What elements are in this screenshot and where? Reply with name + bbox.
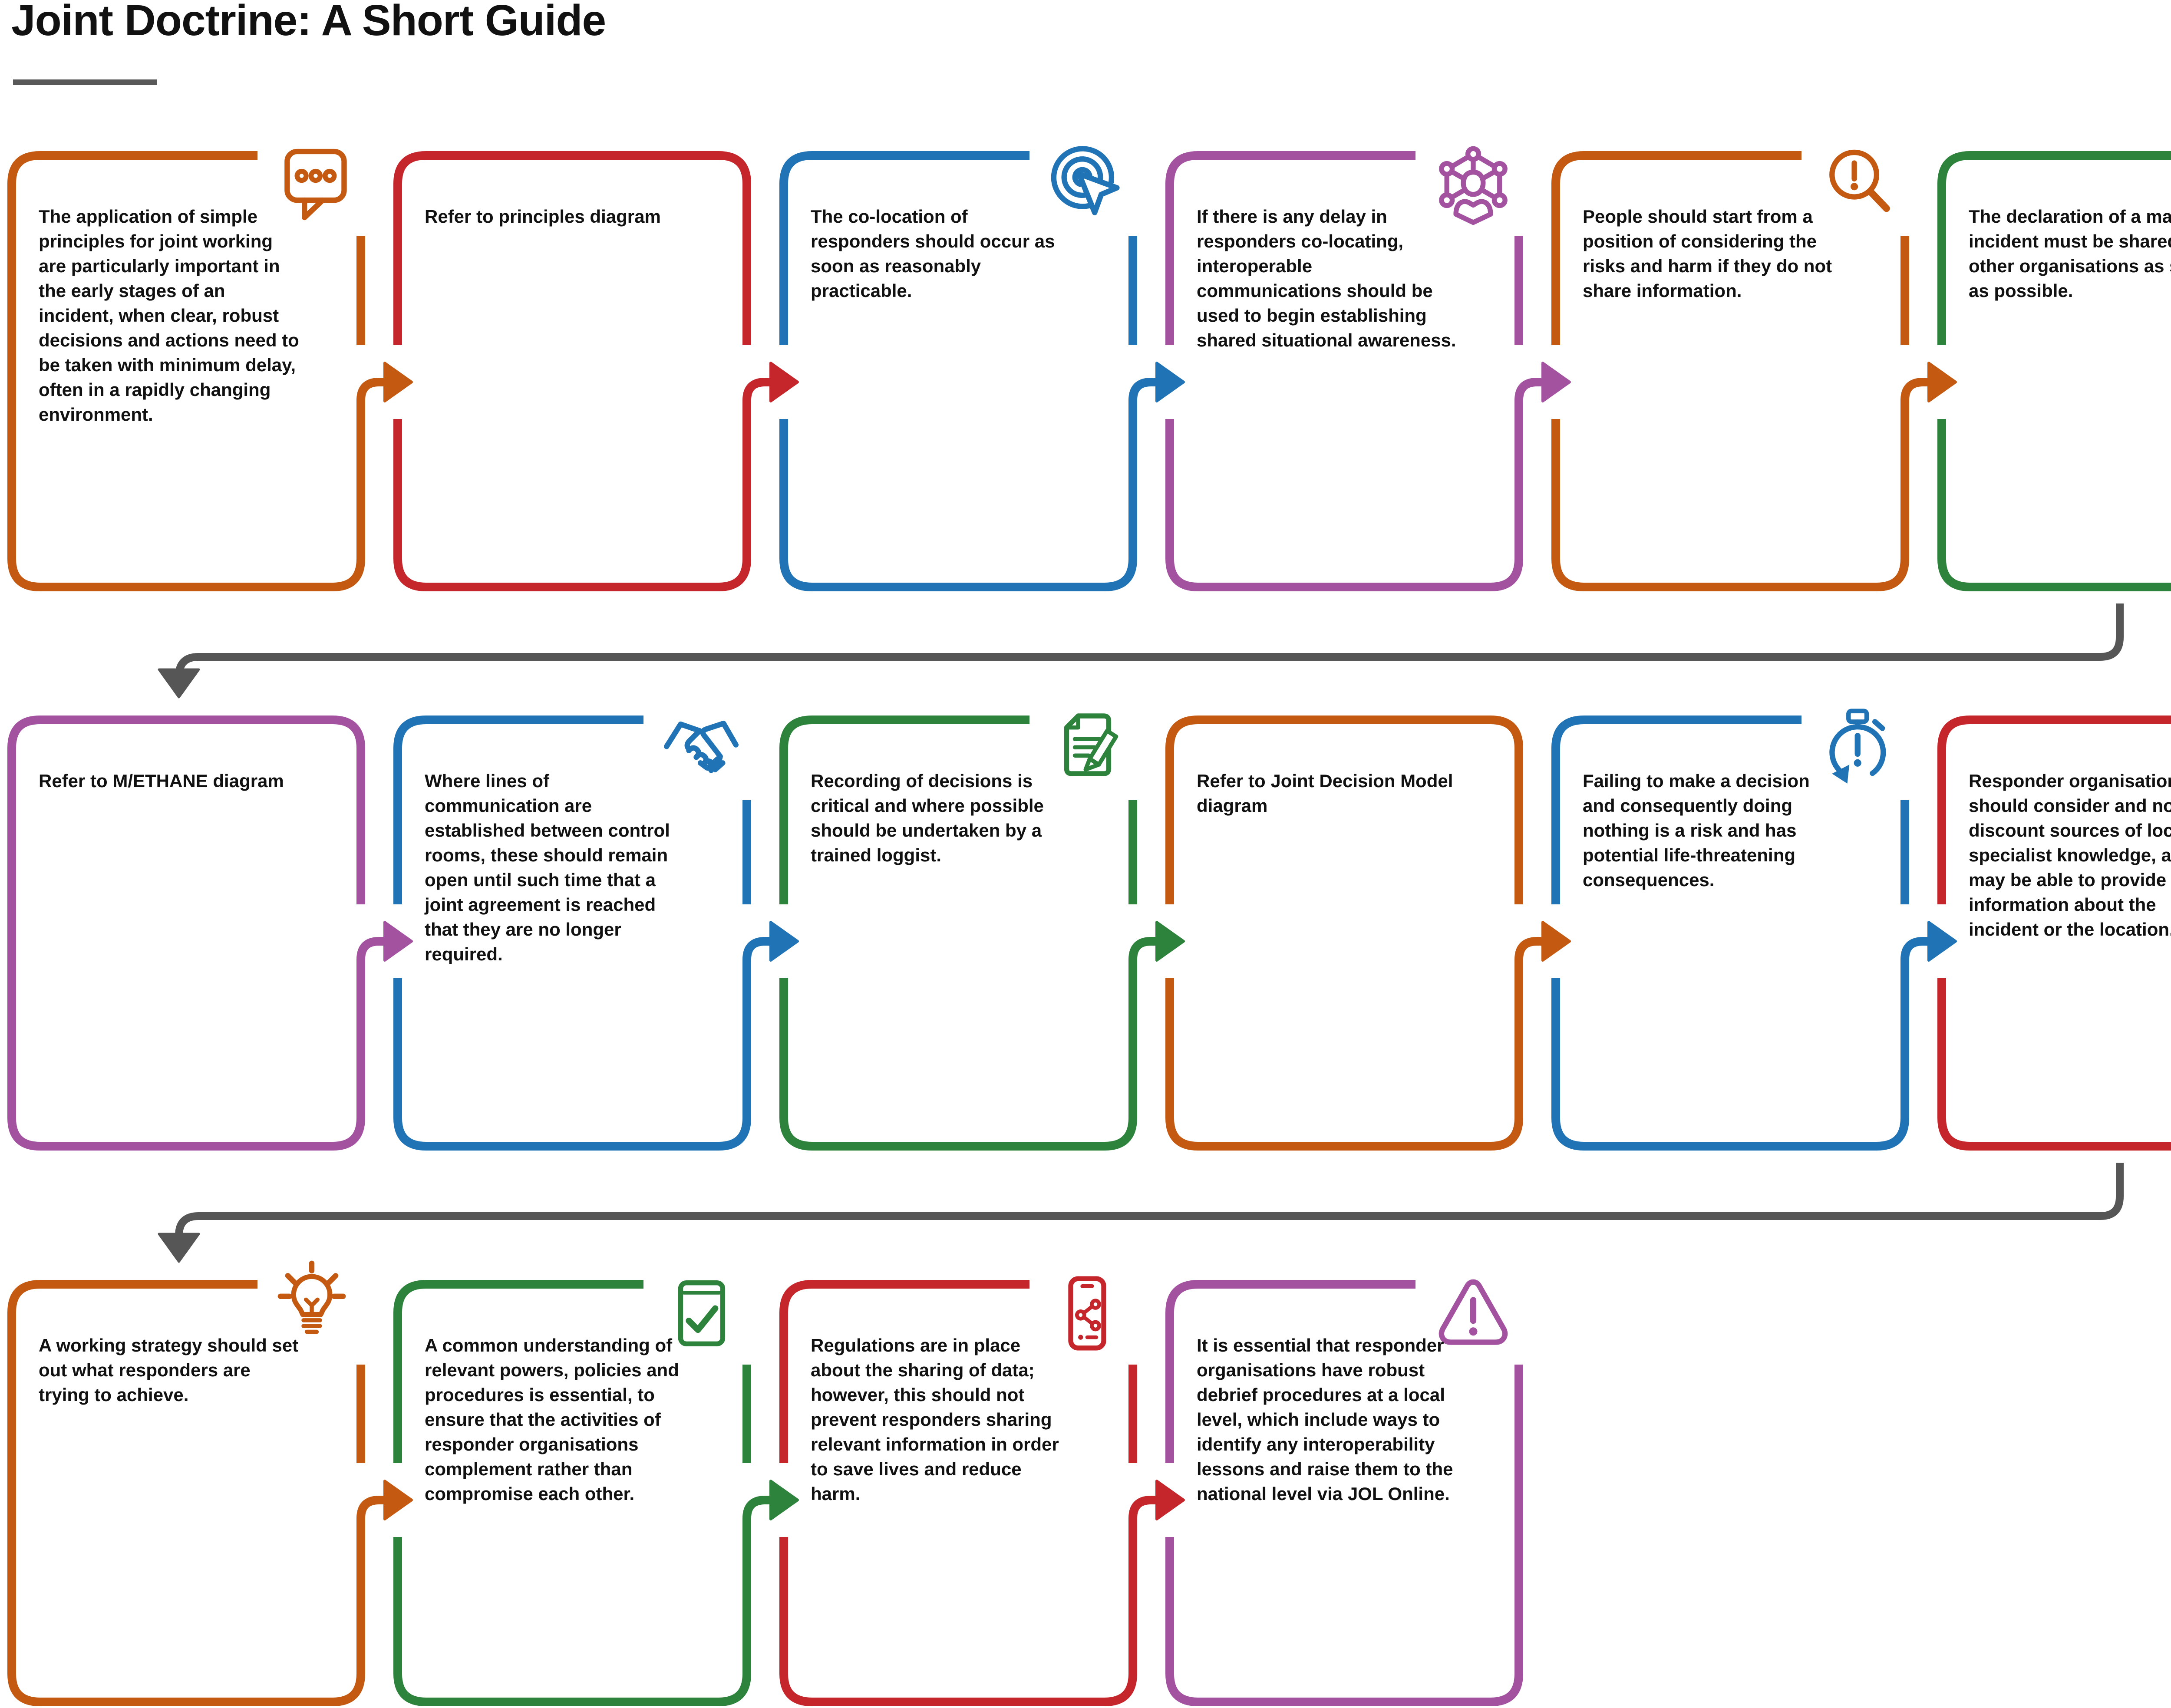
box-outline <box>1937 716 2171 1151</box>
network-people-icon <box>1439 146 1508 225</box>
box-outline <box>1165 1280 1523 1706</box>
box-text: Responder organisations should consider … <box>1969 771 2171 940</box>
box-text: A working strategy should set out what r… <box>39 1335 299 1405</box>
flow-arrowhead <box>1927 921 1957 962</box>
box-outline <box>1165 716 1546 1151</box>
connector-arrowhead <box>158 1233 200 1263</box>
page-title: Joint Doctrine: A Short Guide <box>11 0 606 45</box>
decision-log-icon <box>1064 713 1118 776</box>
box-outline <box>1165 151 1546 591</box>
target-cursor-icon <box>1051 146 1120 215</box>
box-text: Refer to Joint Decision Model diagram <box>1197 771 1453 816</box>
flow-arrowhead <box>1541 362 1571 402</box>
box-text: A common understanding of relevant power… <box>425 1335 679 1504</box>
flow-arrowhead <box>383 362 413 402</box>
box-outline <box>1937 151 2171 591</box>
box-text: The declaration of a major incident must… <box>1969 206 2171 301</box>
stopwatch-alert-icon <box>1829 709 1886 784</box>
risk-magnifier-icon <box>1829 149 1890 212</box>
row-connector <box>158 603 2124 699</box>
box-outline <box>779 151 1160 591</box>
box-text: The application of simple principles for… <box>39 206 299 425</box>
box-outline <box>7 151 388 591</box>
box-text: People should start from a position of c… <box>1583 206 1832 301</box>
data-share-phone-icon <box>1068 1276 1106 1351</box>
title-underline <box>13 79 157 85</box>
box-text: Failing to make a decision and consequen… <box>1583 771 1810 890</box>
box-text: If there is any delay in responders co-l… <box>1197 206 1456 350</box>
flow-arrowhead <box>383 1480 413 1520</box>
flow-arrowhead <box>1541 921 1571 962</box>
flow-arrowhead <box>769 921 799 962</box>
flow-arrowhead <box>1927 362 1957 402</box>
box-outline <box>7 1280 388 1706</box>
flow-arrowhead <box>769 1480 799 1520</box>
box-text: Refer to M/ETHANE diagram <box>39 771 284 791</box>
flow-arrowhead <box>1155 921 1185 962</box>
box-text: Refer to principles diagram <box>425 206 661 227</box>
box-outline <box>7 716 388 1151</box>
box-outline <box>779 1280 1160 1706</box>
box-text: Regulations are in place about the shari… <box>811 1335 1059 1504</box>
box-outline <box>393 716 774 1151</box>
handshake-icon <box>664 720 739 773</box>
box-outline <box>1551 151 1932 591</box>
warning-triangle-icon <box>1439 1279 1508 1345</box>
box-text: Recording of decisions is critical and w… <box>811 771 1044 865</box>
box-text: The co-location of responders should occ… <box>811 206 1055 301</box>
flow-arrowhead <box>1155 1480 1185 1520</box>
policy-book-icon <box>678 1280 726 1347</box>
connector-arrowhead <box>158 668 200 699</box>
box-text: Where lines of communication are establi… <box>425 771 670 964</box>
box-text: It is essential that responder organisat… <box>1197 1335 1453 1504</box>
flow-arrowhead <box>769 362 799 402</box>
row-connector <box>158 1163 2124 1263</box>
box-outline <box>779 716 1160 1151</box>
box-outline <box>1551 716 1932 1151</box>
chat-dots-icon <box>284 148 347 221</box>
flow-arrowhead <box>383 921 413 962</box>
box-outline <box>393 151 774 591</box>
flow-arrowhead <box>1155 362 1185 402</box>
idea-bulb-icon <box>277 1260 346 1334</box>
box-outline <box>393 1280 774 1706</box>
